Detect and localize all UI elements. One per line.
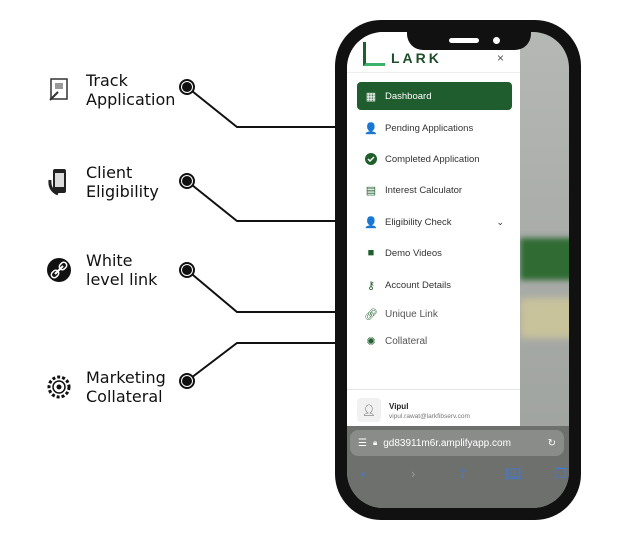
lark-logo: LARK [363, 42, 442, 66]
chevron-down-icon: ⌄ [496, 216, 504, 227]
feature-title: Marketing [86, 368, 166, 387]
connector-track [186, 86, 360, 128]
close-icon[interactable]: × [497, 51, 505, 65]
menu-label: Account Details [385, 279, 452, 291]
user-check-icon: 👤 [364, 216, 378, 229]
menu-item-account-details[interactable]: ⚷ Account Details [357, 271, 512, 299]
blurred-background [520, 238, 569, 280]
menu-label: Unique Link [385, 308, 438, 320]
menu-label: Dashboard [385, 90, 432, 102]
feature-title: Client [86, 163, 133, 182]
menu-item-completed-application[interactable]: Completed Application [357, 145, 512, 173]
menu-item-demo-videos[interactable]: ■ Demo Videos [357, 239, 512, 267]
tabs-icon[interactable]: ☰ [358, 437, 367, 449]
phone-screen: LARK × ▦Dashboard 👤Pending Applications … [347, 32, 569, 508]
back-icon[interactable]: ‹ [361, 466, 366, 481]
user-name: Vipul [389, 402, 409, 411]
dashboard-icon: ▦ [365, 90, 377, 103]
connector-eligibility [186, 180, 355, 222]
reload-icon[interactable]: ↻ [547, 437, 556, 449]
lock-icon: 🔒︎ [372, 438, 378, 447]
lightbulb-gear-icon [46, 374, 72, 400]
video-icon: ■ [367, 247, 375, 259]
connector-collateral [186, 342, 360, 382]
link-icon: 🔗︎ [364, 308, 378, 321]
menu-item-eligibility-check[interactable]: 👤 Eligibility Check ⌄ [357, 208, 512, 236]
connector-link [186, 269, 360, 313]
user-clock-icon: 👤 [364, 122, 378, 135]
bookmarks-icon[interactable]: 📖︎ [505, 466, 522, 481]
address-bar[interactable]: ☰ 🔒︎ gd83911m6r.amplifyapp.com ↻ [350, 430, 564, 456]
forward-icon[interactable]: › [411, 466, 416, 481]
menu-label: Demo Videos [385, 247, 442, 259]
phone-in-hand-icon [46, 169, 72, 196]
menu-label: Collateral [385, 335, 428, 347]
menu-item-interest-calculator[interactable]: ▤ Interest Calculator [357, 176, 512, 204]
menu-item-unique-link[interactable]: 🔗︎ Unique Link [357, 300, 512, 328]
blurred-background [520, 298, 569, 338]
share-icon[interactable]: ⇪ [457, 466, 468, 481]
phone-notch [407, 32, 531, 50]
calculator-icon: ▤ [365, 184, 377, 197]
feature-title: White [86, 251, 133, 270]
avatar[interactable]: 👤︎ [357, 398, 381, 422]
menu-label: Pending Applications [385, 122, 474, 134]
feature-title: Track [86, 71, 128, 90]
url-text: gd83911m6r.amplifyapp.com [383, 437, 511, 449]
side-menu: LARK × ▦Dashboard 👤Pending Applications … [347, 32, 520, 426]
link-icon [46, 257, 72, 283]
menu-label: Completed Application [385, 153, 480, 165]
feature-title: Eligibility [86, 182, 159, 201]
feature-title: Collateral [86, 387, 163, 406]
menu-label: Eligibility Check [385, 216, 452, 228]
phone-mockup: LARK × ▦Dashboard 👤Pending Applications … [335, 20, 581, 520]
menu-item-pending-applications[interactable]: 👤 Pending Applications [357, 114, 512, 142]
feature-title: level link [86, 270, 158, 289]
tabs-overview-icon[interactable]: ❐ [555, 466, 567, 481]
menu-item-dashboard[interactable]: ▦ Dashboard [357, 82, 512, 110]
key-icon: ⚷ [366, 279, 376, 292]
application-form-icon [46, 77, 72, 103]
user-email: vipul.rawat@larkfibserv.com [389, 413, 470, 420]
feature-title: Application [86, 90, 176, 109]
browser-bar: ☰ 🔒︎ gd83911m6r.amplifyapp.com ↻ ‹ › ⇪ 📖︎ ❐ [347, 426, 569, 508]
menu-item-collateral[interactable]: ✺ Collateral [357, 327, 512, 355]
collateral-icon: ✺ [366, 335, 376, 348]
menu-label: Interest Calculator [385, 184, 463, 196]
check-circle-icon [365, 153, 377, 165]
